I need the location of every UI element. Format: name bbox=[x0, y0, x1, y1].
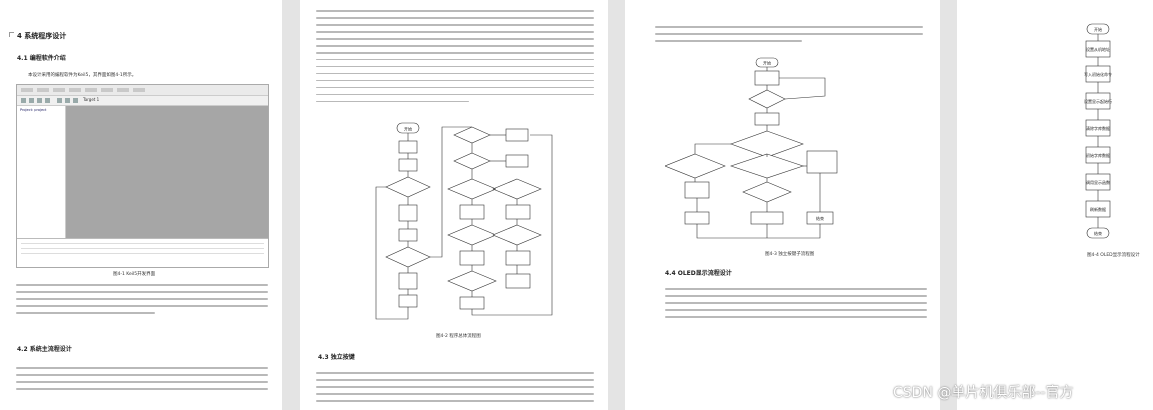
main-flowchart: 开始 bbox=[375, 122, 553, 320]
flow-decision bbox=[447, 224, 497, 246]
flow-decision bbox=[453, 126, 491, 144]
body-text-block-2 bbox=[665, 288, 927, 323]
flow-process bbox=[398, 272, 418, 290]
flow-process bbox=[459, 296, 485, 310]
flow-process bbox=[505, 250, 531, 266]
flow-step-label: 刷新数据 bbox=[1090, 206, 1106, 212]
flow-process bbox=[398, 204, 418, 222]
heading-4-3: 4.3 独立按键 bbox=[318, 354, 355, 361]
oled-flowchart: 开始 设置从机地址 写入初始化命令 设置显示起始行 清除字库数据 初始字库数据 … bbox=[1084, 23, 1112, 239]
flow-process bbox=[754, 70, 780, 86]
flow-decision bbox=[447, 178, 497, 200]
document-page-4: 开始 设置从机地址 写入初始化命令 设置显示起始行 清除字库数据 初始字库数据 … bbox=[957, 0, 1153, 410]
keil5-screenshot: Target 1 Project: project bbox=[16, 84, 269, 268]
screenshot-build-output bbox=[17, 238, 268, 267]
flow-decision bbox=[453, 152, 491, 170]
flow-process bbox=[750, 211, 784, 225]
heading-4-1: 4.1 编程软件介绍 bbox=[17, 55, 66, 62]
heading-section-4: 4 系统程序设计 bbox=[17, 32, 67, 40]
flow-start-label: 开始 bbox=[763, 60, 771, 66]
flow-decision bbox=[492, 178, 542, 200]
flow-process bbox=[505, 204, 531, 220]
fig-caption-4-1: 图4-1 Keil5开发界面 bbox=[113, 272, 156, 277]
flow-process bbox=[398, 140, 418, 154]
flow-end-label: 结束 bbox=[816, 215, 824, 221]
flow-decision bbox=[730, 153, 804, 179]
flow-step-label: 调用显示函数 bbox=[1086, 179, 1110, 185]
heading-4-4: 4.4 OLED显示流程设计 bbox=[665, 270, 732, 277]
flow-process bbox=[398, 228, 418, 242]
flow-start-label: 开始 bbox=[404, 126, 412, 132]
fig-caption-4-2: 图4-2 程序总体流程图 bbox=[436, 334, 481, 339]
flow-process bbox=[505, 154, 529, 168]
flow-process bbox=[684, 181, 710, 199]
flow-decision bbox=[447, 270, 497, 292]
flow-decision bbox=[742, 181, 792, 203]
document-page-1: 4 系统程序设计 4.1 编程软件介绍 本设计采用的编程软件为Keil5，其界面… bbox=[0, 0, 282, 410]
screenshot-project-tree: Project: project bbox=[17, 106, 66, 239]
flow-process bbox=[398, 158, 418, 172]
body-text-block-2 bbox=[316, 372, 594, 407]
flow-decision bbox=[385, 246, 431, 268]
flow-step-label: 初始字库数据 bbox=[1086, 152, 1110, 158]
fig-caption-4-4: 图4-4 OLED显示流程设计 bbox=[1087, 253, 1140, 258]
flow-step-label: 设置显示起始行 bbox=[1084, 98, 1112, 104]
screenshot-tab: Target 1 bbox=[83, 97, 100, 102]
key-flowchart: 开始 结束 bbox=[665, 57, 838, 239]
flow-end-node bbox=[1086, 227, 1110, 239]
screenshot-tree-item: Project: project bbox=[20, 108, 47, 112]
flow-step-label: 开始 bbox=[1094, 26, 1102, 32]
document-page-3: 开始 结束 图4-3 独立按键子流程图 4.4 OLED显示流程设计 bbox=[625, 0, 940, 410]
flow-process bbox=[398, 294, 418, 308]
heading-4-2: 4.2 系统主流程设计 bbox=[17, 346, 72, 353]
flow-decision bbox=[492, 224, 542, 246]
screenshot-toolbar: Target 1 bbox=[17, 96, 268, 106]
body-text-block bbox=[16, 284, 268, 319]
screenshot-menubar bbox=[17, 85, 268, 96]
body-text-block-2 bbox=[16, 367, 268, 395]
flow-step-label: 写入初始化命令 bbox=[1084, 71, 1112, 77]
flow-decision bbox=[730, 130, 804, 158]
screenshot-editor-area bbox=[66, 106, 268, 239]
intro-line: 本设计采用的编程软件为Keil5，其界面如图4-1所示。 bbox=[28, 73, 137, 78]
flow-decision bbox=[385, 176, 431, 198]
fig-caption-4-3: 图4-3 独立按键子流程图 bbox=[765, 252, 815, 257]
flow-step-label: 清除字库数据 bbox=[1086, 125, 1110, 131]
body-text-block bbox=[655, 26, 923, 47]
body-text-block bbox=[316, 10, 594, 108]
flow-step-label: 结束 bbox=[1094, 230, 1102, 236]
flow-process bbox=[754, 112, 780, 126]
flow-process bbox=[505, 273, 531, 289]
document-page-2: 开始 图4-2 程序总体流程图 4.3 独立按键 bbox=[300, 0, 608, 410]
flow-decision bbox=[748, 89, 786, 109]
flow-step-label: 设置从机地址 bbox=[1086, 46, 1110, 52]
flow-process bbox=[505, 128, 529, 142]
flow-process bbox=[459, 204, 485, 220]
flow-decision bbox=[665, 153, 726, 179]
flow-process bbox=[459, 250, 485, 266]
csdn-watermark: CSDN @单片机俱乐部--官方 bbox=[893, 385, 1074, 401]
margin-marker bbox=[9, 32, 14, 37]
flow-process bbox=[684, 211, 710, 225]
flow-process bbox=[806, 150, 838, 174]
